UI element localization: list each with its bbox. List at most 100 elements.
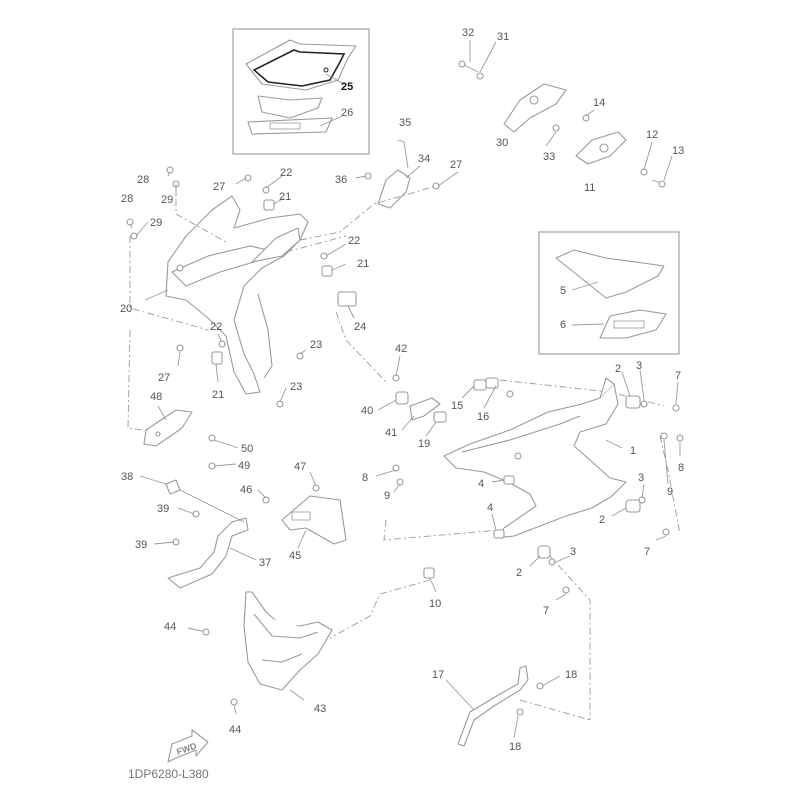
grommet-2-a[interactable]: [625, 395, 641, 409]
callout-5[interactable]: 5: [560, 285, 566, 297]
bracket-11[interactable]: [575, 131, 627, 165]
callout-49[interactable]: 49: [238, 460, 250, 472]
bracket-41[interactable]: [409, 397, 441, 421]
stay-17[interactable]: [457, 665, 529, 747]
bracket-30[interactable]: [503, 83, 567, 133]
callout-29-b[interactable]: 29: [150, 217, 162, 229]
yamaha-decal-6[interactable]: [599, 309, 667, 339]
callout-38[interactable]: 38: [121, 471, 133, 483]
bracket-45[interactable]: [281, 495, 347, 545]
nut-33[interactable]: [552, 124, 560, 132]
callout-2-c[interactable]: 2: [516, 567, 522, 579]
callout-21-c[interactable]: 21: [212, 389, 224, 401]
callout-8-b[interactable]: 8: [362, 472, 368, 484]
screw-23-a[interactable]: [296, 352, 304, 360]
callout-39-a[interactable]: 39: [157, 503, 169, 515]
callout-26[interactable]: 26: [341, 107, 353, 119]
nut-3-c[interactable]: [548, 558, 556, 566]
callout-35[interactable]: 35: [399, 117, 411, 129]
callout-7-b[interactable]: 7: [644, 546, 650, 558]
callout-27-b[interactable]: 27: [213, 181, 225, 193]
grommet-2-b[interactable]: [625, 499, 641, 513]
callout-2-a[interactable]: 2: [615, 363, 621, 375]
callout-4-a[interactable]: 4: [478, 478, 484, 490]
washer-9-b[interactable]: [396, 478, 404, 486]
screw-46[interactable]: [262, 496, 270, 504]
callout-17[interactable]: 17: [432, 669, 444, 681]
collar-19[interactable]: [433, 411, 447, 423]
callout-21-b[interactable]: 21: [357, 258, 369, 270]
grommet-21-c[interactable]: [211, 351, 223, 365]
bolt-32[interactable]: [458, 60, 479, 73]
nut-50[interactable]: [208, 434, 216, 442]
under-cowling-43[interactable]: [243, 591, 333, 691]
callout-46[interactable]: 46: [240, 484, 252, 496]
stay-35[interactable]: [397, 139, 409, 169]
callout-34[interactable]: 34: [418, 153, 430, 165]
nut-22-a[interactable]: [262, 186, 270, 194]
screw-7-a[interactable]: [672, 404, 680, 412]
callout-23-a[interactable]: 23: [310, 339, 322, 351]
callout-47[interactable]: 47: [294, 461, 306, 473]
screw-8-a[interactable]: [676, 434, 684, 442]
damper-24[interactable]: [337, 291, 357, 307]
callout-44-a[interactable]: 44: [164, 621, 176, 633]
grommet-21-a[interactable]: [263, 199, 275, 211]
callout-29-a[interactable]: 29: [161, 194, 173, 206]
grommet-15[interactable]: [473, 379, 487, 391]
nut-14[interactable]: [582, 114, 590, 122]
callout-39-b[interactable]: 39: [135, 539, 147, 551]
callout-21-a[interactable]: 21: [279, 191, 291, 203]
clip-16[interactable]: [506, 390, 514, 398]
callout-3-b[interactable]: 3: [638, 472, 644, 484]
bolt-44-b[interactable]: [230, 698, 238, 715]
callout-1[interactable]: 1: [630, 445, 636, 457]
callout-42[interactable]: 42: [395, 343, 407, 355]
callout-28-b[interactable]: 28: [121, 193, 133, 205]
clip-4-a[interactable]: [503, 475, 515, 485]
nut-3-a[interactable]: [640, 400, 648, 408]
bracket-37[interactable]: [167, 517, 249, 589]
callout-15[interactable]: 15: [451, 400, 463, 412]
callout-4-b[interactable]: 4: [487, 502, 493, 514]
callout-7-a[interactable]: 7: [675, 370, 681, 382]
callout-37[interactable]: 37: [259, 557, 271, 569]
callout-48[interactable]: 48: [150, 391, 162, 403]
callout-23-b[interactable]: 23: [290, 381, 302, 393]
callout-3-c[interactable]: 3: [570, 546, 576, 558]
screw-7-b[interactable]: [662, 528, 670, 536]
side-cowling-1[interactable]: [443, 377, 627, 539]
callout-22-c[interactable]: 22: [210, 321, 222, 333]
screw-18-a[interactable]: [536, 682, 544, 690]
callout-3-a[interactable]: 3: [636, 360, 642, 372]
callout-19[interactable]: 19: [418, 438, 430, 450]
callout-43[interactable]: 43: [314, 703, 326, 715]
screw-27-a[interactable]: [244, 174, 252, 182]
screw-27-top[interactable]: [432, 182, 440, 190]
callout-27-c[interactable]: 27: [158, 372, 170, 384]
decal-25[interactable]: [252, 49, 346, 87]
grommet-16[interactable]: [485, 377, 499, 389]
callout-25[interactable]: 25: [341, 81, 353, 93]
callout-16[interactable]: 16: [477, 411, 489, 423]
grommet-2-c[interactable]: [537, 545, 551, 559]
screw-18-b[interactable]: [516, 708, 524, 716]
callout-44-b[interactable]: 44: [229, 724, 241, 736]
callout-2-b[interactable]: 2: [599, 514, 605, 526]
upper-cowling-20[interactable]: [165, 195, 309, 395]
callout-41[interactable]: 41: [385, 427, 397, 439]
callout-10[interactable]: 10: [429, 598, 441, 610]
washer-31[interactable]: [476, 72, 484, 80]
callout-31[interactable]: 31: [497, 31, 509, 43]
yamaha-decal-26[interactable]: [247, 117, 333, 135]
callout-18-b[interactable]: 18: [509, 741, 521, 753]
callout-45[interactable]: 45: [289, 550, 301, 562]
grommet-21-b[interactable]: [321, 265, 333, 277]
callout-27-a[interactable]: 27: [450, 159, 462, 171]
callout-28-a[interactable]: 28: [137, 174, 149, 186]
callout-24[interactable]: 24: [354, 321, 366, 333]
bolt-44-a[interactable]: [187, 627, 210, 636]
callout-8-a[interactable]: 8: [678, 462, 684, 474]
decal-5[interactable]: [555, 249, 665, 299]
bolt-13[interactable]: [651, 179, 666, 188]
